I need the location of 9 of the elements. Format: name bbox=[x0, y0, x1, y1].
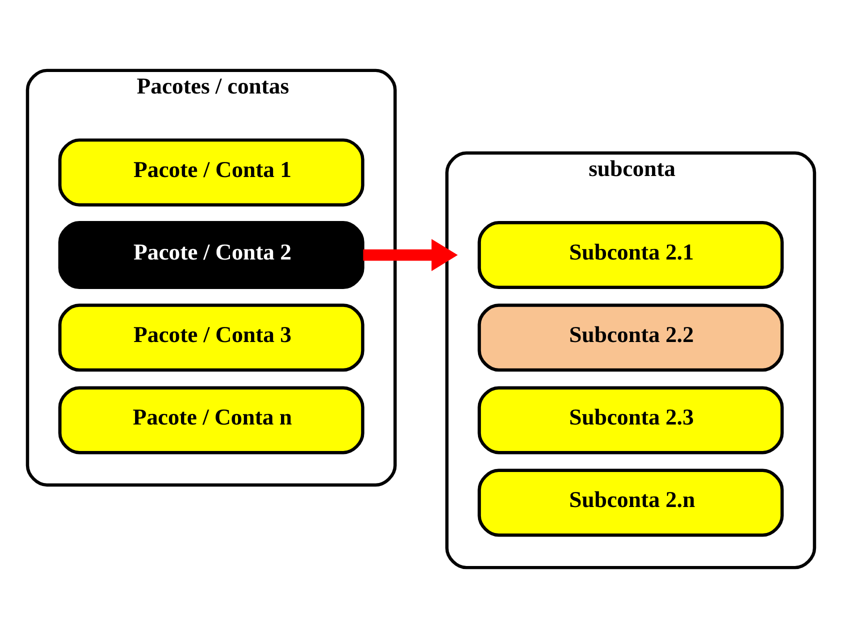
node-box: Pacote / Conta 3 bbox=[58, 303, 364, 372]
node-box: Subconta 2.3 bbox=[478, 386, 784, 454]
node-box: Subconta 2.n bbox=[478, 468, 784, 536]
arrow bbox=[363, 238, 458, 271]
node-box: Pacote / Conta 1 bbox=[58, 138, 364, 206]
node-box: Subconta 2.2 bbox=[478, 303, 784, 372]
node-box: Pacote / Conta 2 bbox=[58, 220, 364, 289]
node-box: Pacote / Conta n bbox=[58, 386, 364, 454]
node-box: Subconta 2.1 bbox=[478, 220, 784, 289]
